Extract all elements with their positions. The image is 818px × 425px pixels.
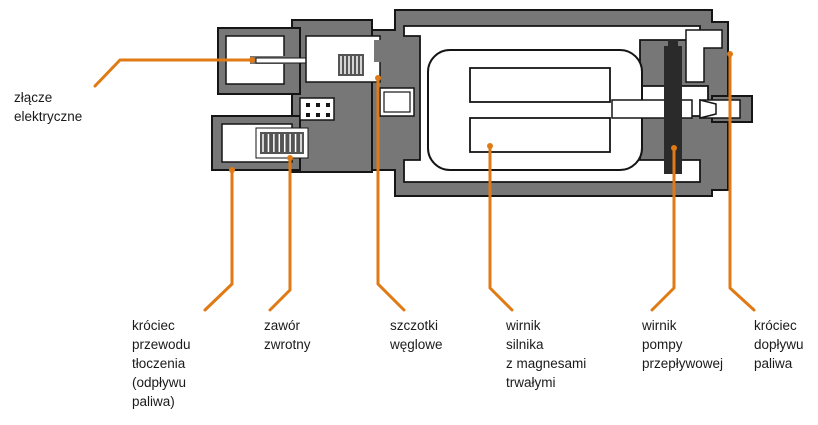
plug-dot <box>326 113 330 117</box>
leader-connector <box>93 58 254 88</box>
valve-spring-coils <box>262 134 302 152</box>
label-inlet: króciec dopływu paliwa <box>754 318 804 371</box>
leader-pump-rotor <box>650 146 676 312</box>
label-outlet: króciec przewodu tłoczenia (odpływu pali… <box>132 318 191 409</box>
pump-impeller <box>664 46 682 174</box>
leader-connector-dot <box>249 57 255 63</box>
label-motor-rotor: wirnik silnika z magnesami trwałymi <box>506 318 587 390</box>
leader-brushes <box>376 76 406 312</box>
brush-spring <box>338 54 364 76</box>
leader-pump-rotor-dot <box>671 145 677 151</box>
plug-dot <box>326 103 330 107</box>
label-connector: złącze elektryczne <box>14 90 83 124</box>
label-brushes: szczotki węglowe <box>390 318 443 352</box>
leader-check-valve-dot <box>287 155 293 161</box>
plug-dots <box>306 103 330 117</box>
brush-spring-coils <box>340 56 362 74</box>
leader-inlet-dot <box>727 51 733 57</box>
plug-dot <box>316 103 320 107</box>
leader-brushes-dot <box>375 75 381 81</box>
plug-dot <box>306 103 310 107</box>
leader-inlet <box>728 54 756 312</box>
leader-outlet <box>203 170 234 312</box>
leader-check-valve <box>268 156 292 312</box>
check-valve-spring <box>260 132 304 154</box>
pump-details <box>260 40 717 174</box>
leader-motor-rotor <box>488 144 514 312</box>
label-pump-rotor: wirnik pompy przepływowej <box>642 318 724 371</box>
leader-motor-rotor-dot <box>487 143 493 149</box>
label-check-valve: zawór zwrotny <box>264 318 311 352</box>
leader-outlet-dot <box>229 167 235 173</box>
leader-lines <box>93 51 756 312</box>
plug-dot <box>316 113 320 117</box>
pump-interior <box>221 25 741 183</box>
plug-dot <box>306 113 310 117</box>
